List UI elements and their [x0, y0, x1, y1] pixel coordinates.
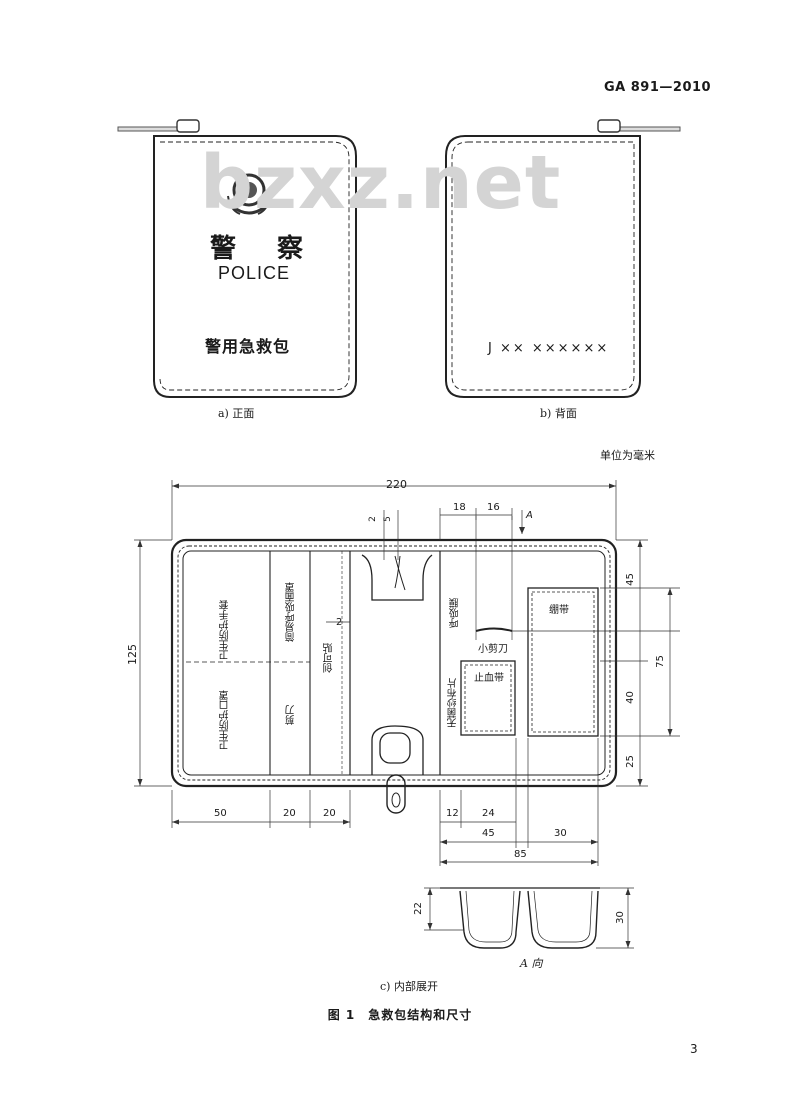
- dim-2-side: 2: [336, 617, 343, 628]
- interior-caption: c) 内部展开: [380, 980, 438, 993]
- dim-18: 18: [453, 502, 466, 513]
- back-cover-serial: J ×× ××××××: [488, 341, 610, 356]
- front-cover-subtitle: 警用急救包: [205, 337, 291, 356]
- dim-16: 16: [487, 502, 500, 513]
- front-cover: [117, 119, 357, 398]
- front-cover-police: POLICE: [218, 263, 291, 283]
- dim-total-width: 220: [386, 478, 407, 491]
- dim-20a: 20: [283, 808, 296, 819]
- front-cover-title: 警 察: [210, 234, 320, 264]
- dim-12: 12: [446, 808, 459, 819]
- police-emblem-icon: [227, 173, 271, 215]
- label-bandage: 绷带: [549, 605, 569, 616]
- dim-24: 24: [482, 808, 495, 819]
- dim-50: 50: [214, 808, 227, 819]
- front-caption: a) 正面: [218, 407, 255, 420]
- view-arrow-a: A: [526, 510, 533, 521]
- dim-85: 85: [514, 849, 527, 860]
- dim-20b: 20: [323, 808, 336, 819]
- back-caption: b) 背面: [540, 407, 577, 420]
- page-number: 3: [690, 1042, 698, 1056]
- label-tourniquet: 止血带: [474, 673, 504, 684]
- dim-45-bottom: 45: [482, 828, 495, 839]
- standard-code: GA 891—2010: [604, 80, 712, 95]
- unit-note: 单位为毫米: [600, 449, 655, 462]
- back-cover: [445, 119, 681, 398]
- figure-title: 图 1 急救包结构和尺寸: [327, 1008, 473, 1022]
- watermark: bzxz.net: [200, 140, 562, 226]
- dim-30-bottom: 30: [554, 828, 567, 839]
- dim-a-30: 30: [614, 911, 626, 924]
- a-view-caption: A 向: [520, 957, 543, 970]
- label-small-scissors: 小剪刀: [478, 644, 508, 655]
- dim-a-22: 22: [412, 902, 424, 915]
